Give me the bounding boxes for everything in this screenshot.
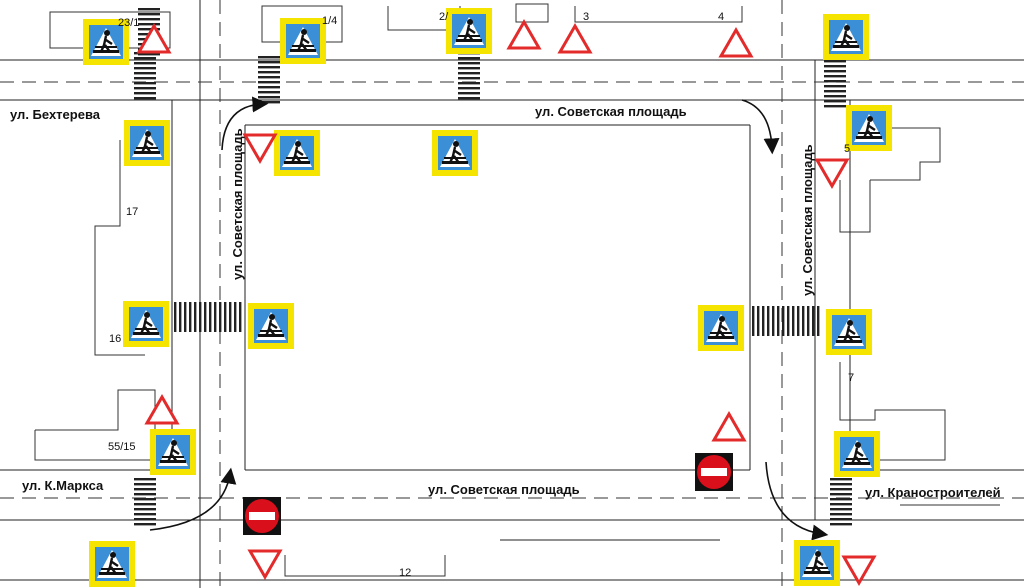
house-number: 16 <box>109 333 121 345</box>
pedestrian-crossing-sign-icon <box>278 16 328 66</box>
street-label-k-marksa: ул. К.Маркса <box>22 478 104 493</box>
traffic-direction-arrow-icon <box>741 99 780 155</box>
pedestrian-crossing-sign-icon <box>792 538 842 588</box>
building-17 <box>94 140 145 356</box>
house-number: 4 <box>718 11 724 23</box>
pedestrian-crossing-sign-icon <box>246 301 296 351</box>
house-number: 5 <box>844 143 850 155</box>
zebra-crossing-icon <box>824 60 846 108</box>
pedestrian-crossing-sign-icon <box>272 128 322 178</box>
pedestrian-crossing-sign-icon <box>87 539 137 588</box>
building-12 <box>284 555 446 577</box>
house-number: 17 <box>126 206 138 218</box>
pedestrian-warning-triangle-icon <box>558 24 592 54</box>
pedestrian-warning-triangle-icon <box>507 20 541 50</box>
street-label-sovetskaya-top: ул. Советская площадь <box>535 104 687 119</box>
yield-triangle-icon <box>815 158 849 188</box>
buildings <box>34 3 1000 577</box>
street-labels: ул. Бехтерева ул. Советская площадь ул. … <box>10 104 1001 500</box>
pedestrian-crossing-sign-icon <box>430 128 480 178</box>
yield-triangle-icon <box>842 555 876 585</box>
pedestrian-crossing-sign-icon <box>148 427 198 477</box>
pedestrian-crossing-sign-icon <box>844 103 894 153</box>
pedestrian-crossing-sign-icon <box>121 299 171 349</box>
house-number: 2/ <box>439 11 449 23</box>
street-label-sovetskaya-left: ул. Советская площадь <box>230 128 245 280</box>
house-numbers: 23/1 1/4 2/ 3 4 5 17 16 55/15 7 12 <box>108 11 854 579</box>
pedestrian-crossing-sign-icon <box>832 429 882 479</box>
house-number: 23/1 <box>118 17 139 29</box>
street-label-sovetskaya-right: ул. Советская площадь <box>800 144 815 296</box>
zebra-crossing-icon <box>830 478 852 526</box>
pedestrian-warning-triangle-icon <box>712 412 746 442</box>
zebra-crossing-icon <box>134 478 156 526</box>
yield-triangle-icon <box>248 549 282 579</box>
zebra-crossing-icon <box>458 52 480 100</box>
yield-triangle-icon <box>243 133 277 163</box>
building-55-15 <box>34 389 156 461</box>
pedestrian-warning-triangle-icon <box>719 28 753 58</box>
street-label-kranostroiteley: ул. Краностроителей <box>865 485 1001 500</box>
building-3-4 <box>574 6 743 23</box>
street-label-sovetskaya-bottom: ул. Советская площадь <box>428 482 580 497</box>
pedestrian-crossing-sign-icon <box>696 303 746 353</box>
crosswalk-signs <box>81 6 894 588</box>
building-5-lower <box>839 180 871 233</box>
zebra-crossing-icon <box>258 56 280 104</box>
building-7 <box>839 362 946 461</box>
pedestrian-crossing-sign-icon <box>821 12 871 62</box>
zebra-crossing-icon <box>134 52 156 100</box>
house-number: 3 <box>583 11 589 23</box>
traffic-direction-arrow-icon <box>149 467 237 531</box>
traffic-arrows <box>149 96 829 541</box>
pedestrian-crossing-sign-icon <box>824 307 874 357</box>
traffic-direction-arrow-icon <box>221 96 269 151</box>
pedestrian-crossing-sign-icon <box>122 118 172 168</box>
no-entry-sign-icon <box>695 453 733 491</box>
zebra-crossing-icon <box>174 302 242 332</box>
house-number: 12 <box>399 567 411 579</box>
zebra-crossing-icon <box>752 306 820 336</box>
house-number: 1/4 <box>322 15 337 27</box>
pedestrian-crossing-sign-icon <box>444 6 494 56</box>
traffic-direction-arrow-icon <box>765 461 829 541</box>
street-label-bekhtereva: ул. Бехтерева <box>10 107 101 122</box>
no-entry-sign-icon <box>243 497 281 535</box>
house-number: 55/15 <box>108 441 136 453</box>
building-5 <box>870 127 941 181</box>
house-number: 7 <box>848 372 854 384</box>
yield-signs <box>243 133 876 585</box>
building-3 <box>515 3 549 23</box>
